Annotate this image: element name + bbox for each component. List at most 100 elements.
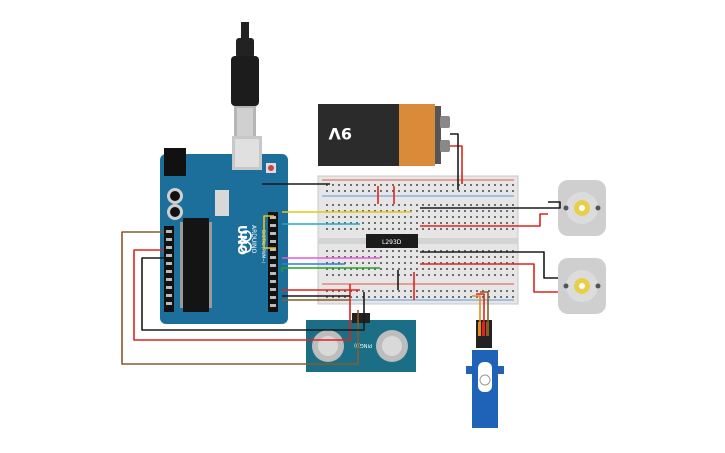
dc-motor-bottom[interactable]: [558, 258, 606, 314]
breadboard-hole: [332, 296, 334, 298]
breadboard-hole: [500, 250, 502, 252]
breadboard-hole: [332, 204, 334, 206]
breadboard-hole: [506, 190, 508, 192]
breadboard-hole: [362, 190, 364, 192]
breadboard-hole: [458, 296, 460, 298]
breadboard-hole: [506, 228, 508, 230]
breadboard-hole: [476, 268, 478, 270]
breadboard-hole: [452, 216, 454, 218]
breadboard-hole: [512, 204, 514, 206]
breadboard-hole: [362, 296, 364, 298]
wire-motor2-red: [420, 263, 558, 293]
breadboard-hole: [428, 256, 430, 258]
breadboard-hole: [458, 190, 460, 192]
breadboard-hole: [470, 216, 472, 218]
breadboard-hole: [326, 228, 328, 230]
breadboard-hole: [416, 190, 418, 192]
breadboard-hole: [470, 222, 472, 224]
l293d-chip[interactable]: L293D: [366, 234, 418, 248]
breadboard-hole: [410, 190, 412, 192]
wire-battery-red: [450, 145, 463, 184]
breadboard-hole: [512, 228, 514, 230]
breadboard-hole: [488, 210, 490, 212]
breadboard-hole: [416, 290, 418, 292]
breadboard-hole: [416, 250, 418, 252]
breadboard-hole: [404, 228, 406, 230]
breadboard-hole: [452, 268, 454, 270]
dc-motor-top[interactable]: [558, 180, 606, 236]
wire-servo-brown: [480, 291, 489, 322]
breadboard-hole: [512, 290, 514, 292]
breadboard-hole: [488, 250, 490, 252]
breadboard-hole: [392, 228, 394, 230]
breadboard-hole: [482, 296, 484, 298]
breadboard-hole: [350, 262, 352, 264]
breadboard-hole: [434, 262, 436, 264]
breadboard-hole: [368, 216, 370, 218]
breadboard-hole: [458, 210, 460, 212]
breadboard-hole: [326, 184, 328, 186]
ultrasonic-sensor[interactable]: PING))): [306, 313, 416, 372]
breadboard-hole: [422, 256, 424, 258]
breadboard-hole: [332, 228, 334, 230]
battery-9v[interactable]: 9V: [318, 104, 450, 166]
breadboard-hole: [386, 296, 388, 298]
breadboard-hole: [338, 190, 340, 192]
usb-cable: [231, 22, 259, 138]
breadboard-hole: [392, 274, 394, 276]
breadboard-hole: [422, 204, 424, 206]
breadboard-hole: [350, 210, 352, 212]
breadboard-hole: [434, 210, 436, 212]
breadboard-hole: [434, 296, 436, 298]
breadboard-hole: [416, 222, 418, 224]
breadboard-hole: [356, 250, 358, 252]
breadboard-hole: [338, 262, 340, 264]
breadboard-hole: [380, 256, 382, 258]
breadboard-hole: [488, 262, 490, 264]
wire-green: [281, 267, 380, 272]
breadboard-hole: [332, 250, 334, 252]
breadboard-hole: [512, 184, 514, 186]
breadboard-hole: [476, 228, 478, 230]
breadboard-hole: [446, 296, 448, 298]
breadboard-hole: [338, 256, 340, 258]
breadboard-hole: [398, 290, 400, 292]
breadboard-hole: [494, 274, 496, 276]
breadboard-hole: [476, 290, 478, 292]
breadboard-hole: [458, 184, 460, 186]
breadboard-hole: [428, 184, 430, 186]
breadboard-hole: [500, 210, 502, 212]
breadboard-hole: [410, 210, 412, 212]
breadboard-hole: [446, 222, 448, 224]
breadboard-hole: [482, 290, 484, 292]
breadboard-hole: [416, 262, 418, 264]
breadboard-hole: [404, 210, 406, 212]
breadboard-hole: [380, 216, 382, 218]
arduino-uno[interactable]: ARDUINO UNO DIGITAL (PWM~): [160, 136, 288, 324]
breadboard-hole: [386, 290, 388, 292]
breadboard-hole: [398, 228, 400, 230]
breadboard-hole: [326, 268, 328, 270]
breadboard-hole: [356, 290, 358, 292]
breadboard-hole: [488, 216, 490, 218]
breadboard-hole: [344, 274, 346, 276]
breadboard-holes: [326, 184, 514, 298]
breadboard-hole: [434, 274, 436, 276]
breadboard-hole: [326, 256, 328, 258]
breadboard-hole: [482, 268, 484, 270]
breadboard-hole: [380, 210, 382, 212]
breadboard-hole: [416, 184, 418, 186]
breadboard-hole: [410, 184, 412, 186]
breadboard-hole: [356, 228, 358, 230]
breadboard-hole: [422, 290, 424, 292]
breadboard-hole: [338, 222, 340, 224]
breadboard-hole: [512, 274, 514, 276]
breadboard-hole: [350, 216, 352, 218]
breadboard-hole: [482, 250, 484, 252]
servo-motor[interactable]: [466, 320, 504, 428]
breadboard-hole: [368, 256, 370, 258]
breadboard-hole: [374, 268, 376, 270]
breadboard-hole: [476, 204, 478, 206]
breadboard-hole: [500, 184, 502, 186]
breadboard-hole: [506, 262, 508, 264]
